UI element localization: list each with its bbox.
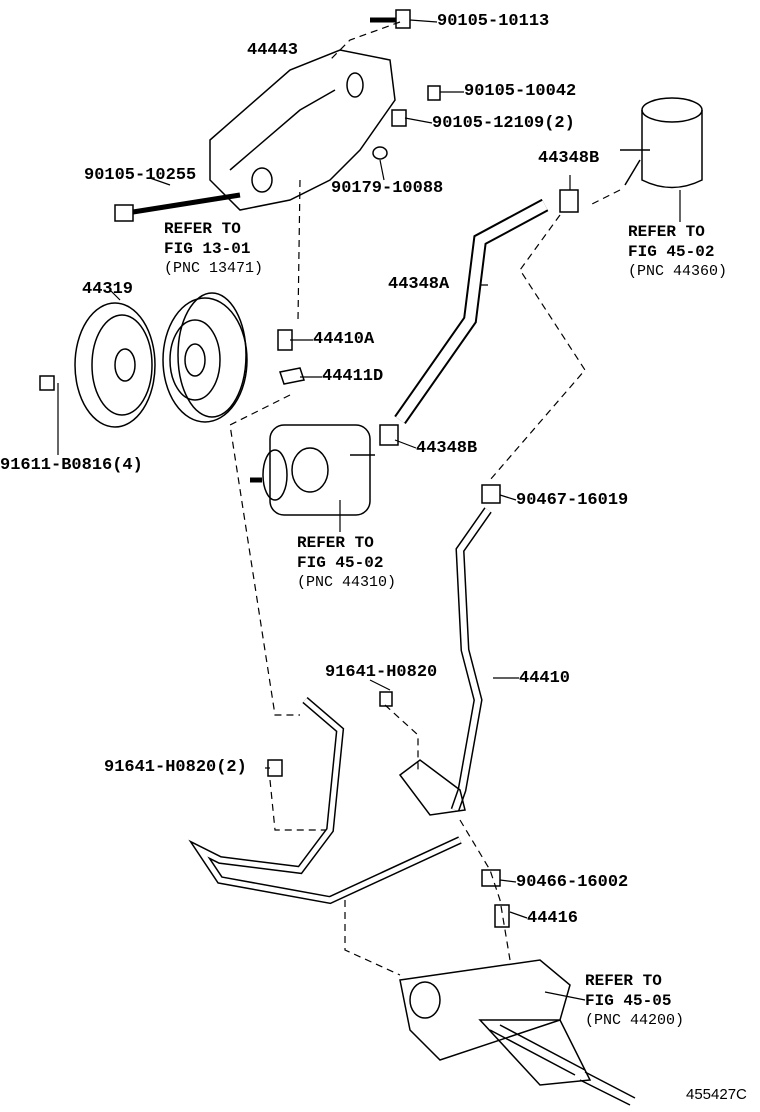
ref-line: FIG 13-01 bbox=[164, 240, 251, 258]
part-label[interactable]: 90105-10113 bbox=[437, 12, 550, 31]
reference-note[interactable]: REFER TO FIG 45-02 (PNC 44360) bbox=[628, 222, 727, 282]
part-label[interactable]: 44348B bbox=[416, 439, 478, 458]
clamp-44348b-top bbox=[559, 189, 579, 213]
part-label[interactable]: 44410A bbox=[313, 330, 375, 349]
part-label[interactable]: 44416 bbox=[527, 909, 579, 928]
ref-line: REFER TO bbox=[297, 534, 374, 552]
ref-line: REFER TO bbox=[628, 223, 705, 241]
clamp-44348b bbox=[379, 424, 399, 446]
part-label[interactable]: 90179-10088 bbox=[331, 179, 444, 198]
tube-bracket bbox=[398, 759, 466, 816]
bracket-44443 bbox=[209, 49, 396, 211]
part-label[interactable]: 91641-H0820(2) bbox=[104, 758, 247, 777]
clip-90467-16019 bbox=[481, 484, 501, 504]
steering-gear bbox=[399, 959, 636, 1106]
part-label[interactable]: 90105-10042 bbox=[464, 82, 577, 101]
ref-pnc: (PNC 13471) bbox=[164, 260, 264, 277]
pulley-44319 bbox=[74, 302, 156, 428]
reference-note[interactable]: REFER TO FIG 45-02 (PNC 44310) bbox=[297, 533, 396, 593]
power-steering-pump bbox=[250, 424, 375, 516]
diagram-id: 455427C bbox=[686, 1086, 747, 1103]
ref-line: REFER TO bbox=[164, 220, 241, 238]
part-label[interactable]: 90105-12109(2) bbox=[432, 114, 575, 133]
part-label[interactable]: 90467-16019 bbox=[516, 491, 629, 510]
part-label[interactable]: 91641-H0820 bbox=[325, 663, 438, 682]
ref-line: FIG 45-02 bbox=[628, 243, 715, 261]
part-label[interactable]: 91611-B0816(4) bbox=[0, 456, 143, 475]
reservoir bbox=[620, 97, 703, 189]
crank-pulley bbox=[162, 292, 248, 423]
part-label[interactable]: 44348B bbox=[538, 149, 600, 168]
reference-note[interactable]: REFER TO FIG 45-05 (PNC 44200) bbox=[585, 971, 684, 1031]
part-label[interactable]: 44410 bbox=[519, 669, 571, 688]
ref-line: FIG 45-05 bbox=[585, 992, 672, 1010]
ref-pnc: (PNC 44310) bbox=[297, 574, 397, 591]
part-label[interactable]: 44411D bbox=[322, 367, 384, 386]
part-label[interactable]: 90466-16002 bbox=[516, 873, 629, 892]
ref-line: REFER TO bbox=[585, 972, 662, 990]
washer-44411d bbox=[279, 367, 305, 385]
ref-pnc: (PNC 44200) bbox=[585, 1012, 685, 1029]
ref-line: FIG 45-02 bbox=[297, 554, 384, 572]
ref-pnc: (PNC 44360) bbox=[628, 263, 728, 280]
part-label[interactable]: 90105-10255 bbox=[84, 166, 197, 185]
part-label[interactable]: 44319 bbox=[82, 280, 134, 299]
pressure-tube bbox=[188, 696, 462, 905]
part-label[interactable]: 44348A bbox=[388, 275, 450, 294]
dashed-guides bbox=[229, 21, 621, 976]
part-label[interactable]: 44443 bbox=[247, 41, 299, 60]
bolts bbox=[39, 9, 510, 928]
reference-note[interactable]: REFER TO FIG 13-01 (PNC 13471) bbox=[164, 219, 263, 279]
